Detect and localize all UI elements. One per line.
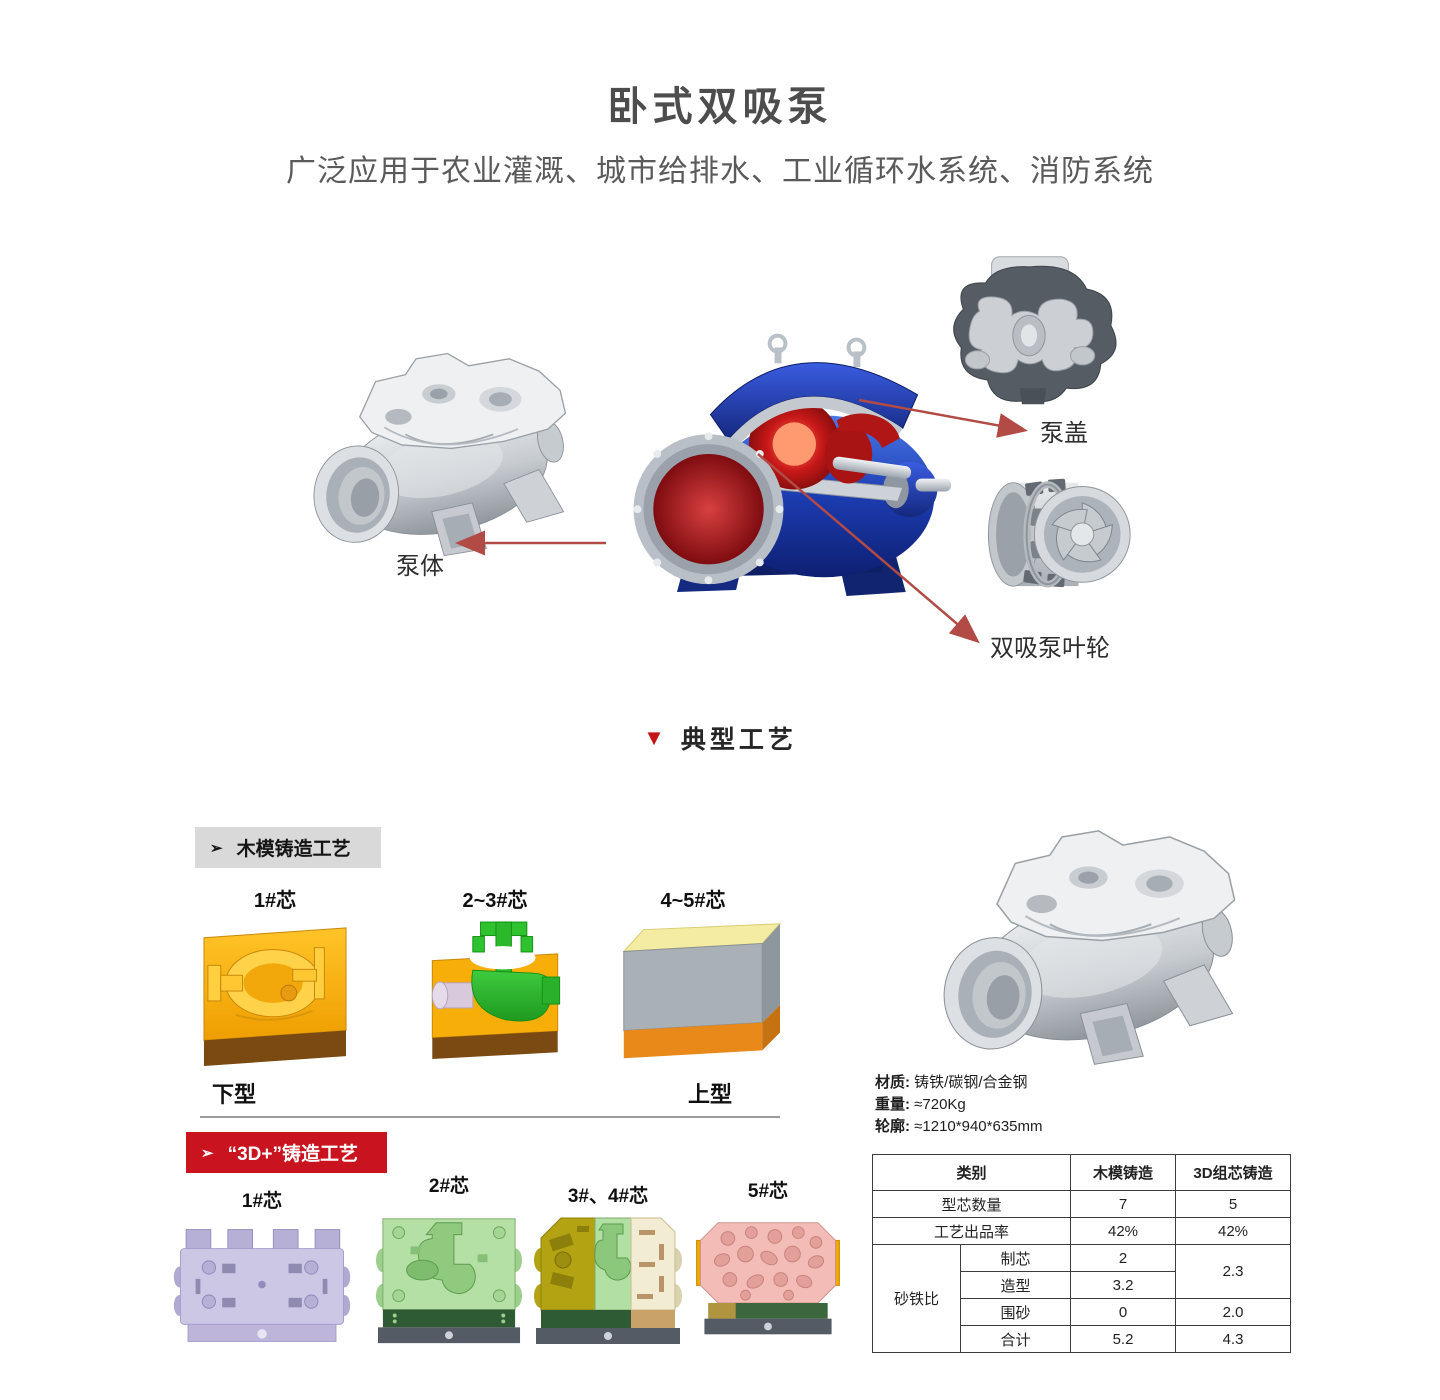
- spec-list: 材质: 铸铁/碳钢/合金钢 重量: ≈720Kg 轮廓: ≈1210*940*6…: [875, 1072, 1043, 1138]
- wood-process-header: ➢ 木模铸造工艺: [195, 827, 381, 868]
- printed-core-label-4: 5#芯: [747, 1181, 789, 1202]
- printed-core-1-image: [173, 1229, 351, 1342]
- callout-label-impeller: 双吸泵叶轮: [990, 635, 1110, 662]
- wood-process-title: 木模铸造工艺: [236, 839, 351, 860]
- spec-outline: 轮廓: ≈1210*940*635mm: [875, 1116, 1043, 1138]
- spec-material: 材质: 铸铁/碳钢/合金钢: [875, 1072, 1043, 1094]
- callout-label-pump-cover: 泵盖: [1040, 420, 1088, 447]
- table-header-row: 类别 木模铸造 3D组芯铸造: [872, 1154, 1291, 1191]
- sand-iron-wood: 0: [1070, 1298, 1176, 1326]
- core-count-label: 型芯数量: [872, 1190, 1071, 1218]
- table-row-sand-iron-4: 合计 5.2 4.3: [873, 1325, 1291, 1353]
- sand-iron-wood: 2: [1070, 1244, 1176, 1272]
- wood-core-label-3: 4~5#芯: [660, 890, 726, 912]
- sand-iron-printed: 4.3: [1175, 1325, 1291, 1353]
- section-divider: [200, 1116, 780, 1118]
- page-subtitle: 广泛应用于农业灌溉、城市给排水、工业循环水系统、消防系统: [286, 155, 1154, 188]
- table-row-core-count: 型芯数量 7 5: [872, 1190, 1291, 1218]
- wood-core-label-1: 1#芯: [253, 890, 297, 912]
- sand-iron-printed: 2.0: [1175, 1298, 1291, 1326]
- wood-mold-1-image: [203, 927, 347, 1067]
- table-row-sand-iron-2: 造型 3.2: [873, 1271, 1291, 1299]
- spec-outline-value: ≈1210*940*635mm: [914, 1118, 1043, 1135]
- spec-weight-value: ≈720Kg: [914, 1096, 966, 1113]
- yield-label: 工艺出品率: [872, 1217, 1071, 1245]
- callout-arrow-pump-body: [455, 530, 606, 556]
- sand-iron-wood: 5.2: [1070, 1325, 1176, 1353]
- header-printed: 3D组芯铸造: [1175, 1154, 1291, 1191]
- sand-iron-sub-label: 围砂: [960, 1298, 1071, 1326]
- sand-iron-sub-label: 合计: [960, 1325, 1071, 1353]
- pump-cover-image: [953, 256, 1117, 405]
- lower-mold-label: 下型: [212, 1082, 257, 1107]
- spec-material-value: 铸铁/碳钢/合金钢: [914, 1074, 1028, 1091]
- table-row-sand-iron-1: 砂铁比 制芯 2 2.3: [872, 1244, 1291, 1353]
- printed-core-label-3: 3#、4#芯: [567, 1186, 649, 1207]
- upper-mold-label: 上型: [688, 1082, 733, 1107]
- wood-mold-3-image: [622, 923, 782, 1059]
- table-row-sand-iron-3: 围砂 0 2.0: [873, 1298, 1291, 1326]
- printed-process-header: ➢ “3D+”铸造工艺: [186, 1132, 387, 1173]
- header-category: 类别: [872, 1154, 1071, 1191]
- sand-iron-label: 砂铁比: [872, 1244, 961, 1353]
- table-row-yield: 工艺出品率 42% 42%: [872, 1217, 1291, 1245]
- comparison-table: 类别 木模铸造 3D组芯铸造 型芯数量 7 5 工艺出品率 42% 42% 砂铁…: [872, 1154, 1291, 1353]
- core-count-wood: 7: [1070, 1190, 1176, 1218]
- printed-core-2-image: [375, 1218, 523, 1344]
- spec-weight-label: 重量:: [875, 1096, 910, 1113]
- sand-iron-sub-label: 制芯: [960, 1244, 1071, 1272]
- section-header: ▼ 典型工艺: [0, 720, 1440, 756]
- pump-assembly-image: [633, 333, 952, 596]
- spec-material-label: 材质:: [875, 1074, 910, 1091]
- printed-core-label-1: 1#芯: [241, 1191, 283, 1212]
- core-count-printed: 5: [1175, 1190, 1291, 1218]
- sand-iron-sub-label: 造型: [960, 1271, 1071, 1299]
- callout-label-pump-body: 泵体: [396, 553, 444, 580]
- yield-printed: 42%: [1175, 1217, 1291, 1245]
- wood-mold-2-image: [431, 921, 561, 1060]
- yield-wood: 42%: [1070, 1217, 1176, 1245]
- printed-process-title: “3D+”铸造工艺: [227, 1144, 358, 1165]
- printed-core-4-image: [696, 1222, 840, 1335]
- sand-iron-printed: 2.3: [1175, 1244, 1291, 1299]
- sand-iron-wood: 3.2: [1070, 1271, 1176, 1299]
- arrow-bullet-icon: ➢: [210, 839, 223, 857]
- pump-body-large-image: [928, 810, 1263, 1070]
- callout-arrow-pump-cover: [858, 398, 1028, 438]
- callout-arrow-impeller: [757, 453, 980, 644]
- triangle-down-icon: ▼: [643, 725, 665, 750]
- printed-core-3-image: [534, 1217, 682, 1344]
- page-title: 卧式双吸泵: [607, 85, 833, 129]
- arrow-bullet-icon: ➢: [201, 1144, 214, 1162]
- printed-core-label-2: 2#芯: [428, 1176, 470, 1197]
- spec-outline-label: 轮廓:: [875, 1118, 910, 1135]
- header-wood: 木模铸造: [1070, 1154, 1176, 1191]
- section-title: 典型工艺: [680, 726, 797, 754]
- wood-core-label-2: 2~3#芯: [462, 890, 528, 912]
- impeller-image: [987, 478, 1131, 588]
- spec-weight: 重量: ≈720Kg: [875, 1094, 1043, 1116]
